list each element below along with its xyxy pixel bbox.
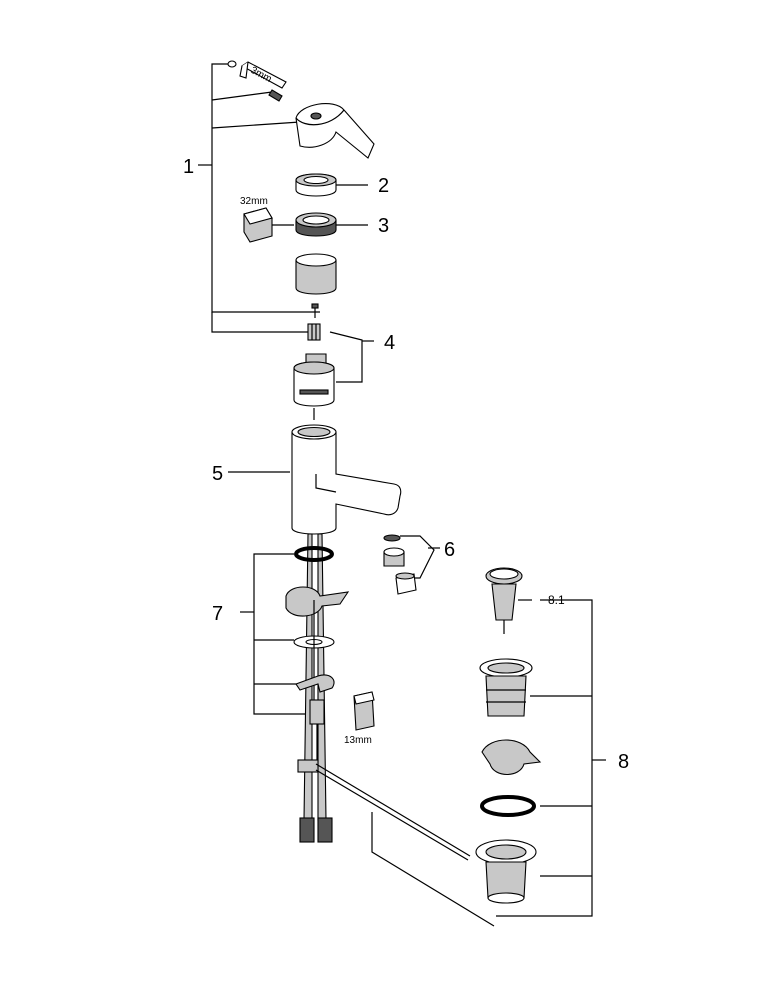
small-screw	[311, 303, 319, 318]
threaded-nut	[295, 212, 368, 237]
pop-up-plug	[485, 567, 523, 634]
rubber-gasket	[285, 586, 350, 617]
fixing-nut	[309, 699, 325, 760]
lift-rod-clamp	[297, 759, 471, 861]
drain-gasket	[481, 739, 542, 776]
callout-4: 4	[384, 332, 395, 354]
callout-1: 1	[183, 156, 194, 178]
bracket-6	[383, 534, 440, 579]
callout-6: 6	[444, 539, 455, 561]
lever-handle	[295, 103, 375, 159]
wrench-32mm-icon	[243, 207, 294, 243]
spline-adapter	[307, 323, 321, 341]
hex-key-size-label: 3mm	[249, 65, 274, 85]
aerator-housing	[395, 572, 417, 595]
sleeve	[295, 253, 337, 295]
callout-8: 8	[618, 751, 629, 773]
wrench-13mm-icon	[353, 691, 375, 731]
cover-ring	[295, 173, 368, 197]
linkage-bracket	[371, 812, 495, 927]
callout-5: 5	[212, 463, 223, 485]
hex-key-icon	[239, 61, 287, 89]
o-ring-seal	[294, 546, 334, 562]
screw-cap	[227, 60, 237, 68]
bracket-1	[198, 63, 320, 313]
cartridge	[293, 353, 335, 420]
bracket-7	[240, 553, 312, 715]
grub-screw	[268, 89, 283, 102]
horseshoe-bracket	[295, 674, 335, 693]
callout-7: 7	[212, 603, 223, 625]
drain-body	[479, 658, 533, 717]
wrench-13mm-label: 13mm	[344, 735, 372, 746]
bracket-8	[496, 599, 606, 917]
callout-8-1: 8.1	[548, 593, 565, 607]
drain-flange	[475, 839, 537, 904]
hose-connectors	[299, 817, 333, 843]
faucet-body	[228, 424, 402, 535]
drain-o-ring	[480, 795, 536, 817]
callout-2: 2	[378, 175, 389, 197]
wrench-32mm-label: 32mm	[240, 196, 268, 207]
callout-3: 3	[378, 215, 389, 237]
aerator-insert	[383, 547, 405, 567]
bracket-4	[211, 312, 374, 383]
